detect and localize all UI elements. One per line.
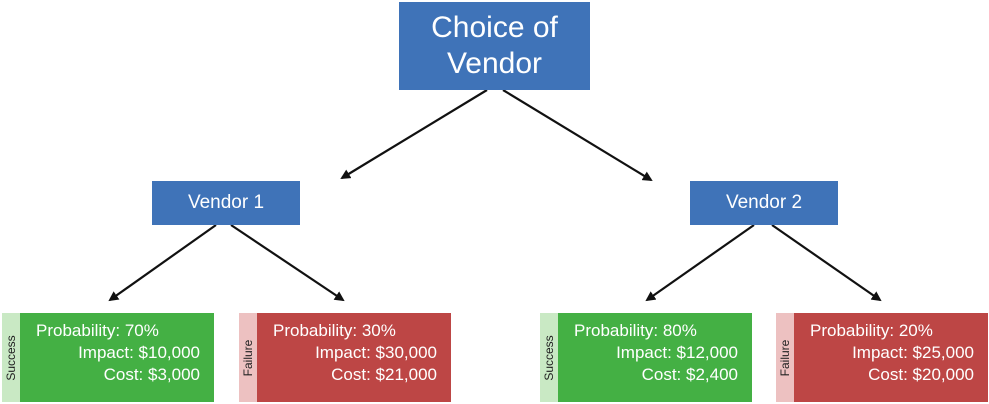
outcome-probability: Probability: 20% (810, 321, 933, 340)
decision-root-label-line1: Choice of (431, 11, 558, 44)
outcome-cost: Cost: $20,000 (868, 365, 974, 384)
decision-root-label-line2: Vendor (446, 47, 543, 80)
arrow-vendor-2-to-failure (771, 224, 882, 302)
outcome-probability: Probability: 80% (574, 321, 697, 340)
arrow-root-to-vendor-1 (340, 89, 488, 180)
outcome-impact: Impact: $12,000 (616, 343, 738, 362)
arrow-root-to-vendor-2 (502, 89, 653, 182)
vendor-1-label: Vendor 1 (187, 192, 265, 213)
outcome-tag-label: Success (542, 334, 556, 381)
outcome-details: Probability: 30% Impact: $30,000 Cost: $… (257, 313, 451, 402)
outcome-impact: Impact: $30,000 (315, 343, 437, 362)
vendor-1-failure-outcome: Failure Probability: 30% Impact: $30,000… (239, 313, 451, 402)
outcome-details: Probability: 20% Impact: $25,000 Cost: $… (794, 313, 988, 402)
decision-root-label: Choice of Vendor (431, 10, 558, 82)
outcome-tag: Success (540, 313, 558, 402)
outcome-cost: Cost: $2,400 (641, 365, 738, 384)
outcome-tag-label: Success (4, 334, 18, 381)
outcome-cost: Cost: $3,000 (103, 365, 200, 384)
outcome-probability: Probability: 70% (36, 321, 159, 340)
outcome-probability: Probability: 30% (273, 321, 396, 340)
outcome-tag: Failure (776, 313, 794, 402)
vendor-2-failure-outcome: Failure Probability: 20% Impact: $25,000… (776, 313, 988, 402)
vendor-2-label: Vendor 2 (725, 192, 803, 213)
arrow-vendor-1-to-success (108, 224, 217, 302)
outcome-tag-label: Failure (241, 339, 255, 376)
outcome-details: Probability: 70% Impact: $10,000 Cost: $… (20, 313, 214, 402)
outcome-cost: Cost: $21,000 (331, 365, 437, 384)
vendor-1-node: Vendor 1 (152, 181, 300, 225)
arrow-vendor-2-to-success (645, 224, 755, 302)
vendor-1-success-outcome: Success Probability: 70% Impact: $10,000… (2, 313, 214, 402)
outcome-tag: Failure (239, 313, 257, 402)
outcome-details: Probability: 80% Impact: $12,000 Cost: $… (558, 313, 752, 402)
arrow-vendor-1-to-failure (230, 224, 345, 302)
outcome-impact: Impact: $25,000 (852, 343, 974, 362)
outcome-tag-label: Failure (778, 339, 792, 376)
outcome-tag: Success (2, 313, 20, 402)
decision-root-node: Choice of Vendor (399, 2, 590, 90)
outcome-impact: Impact: $10,000 (78, 343, 200, 362)
vendor-2-node: Vendor 2 (690, 181, 838, 225)
vendor-2-success-outcome: Success Probability: 80% Impact: $12,000… (540, 313, 752, 402)
